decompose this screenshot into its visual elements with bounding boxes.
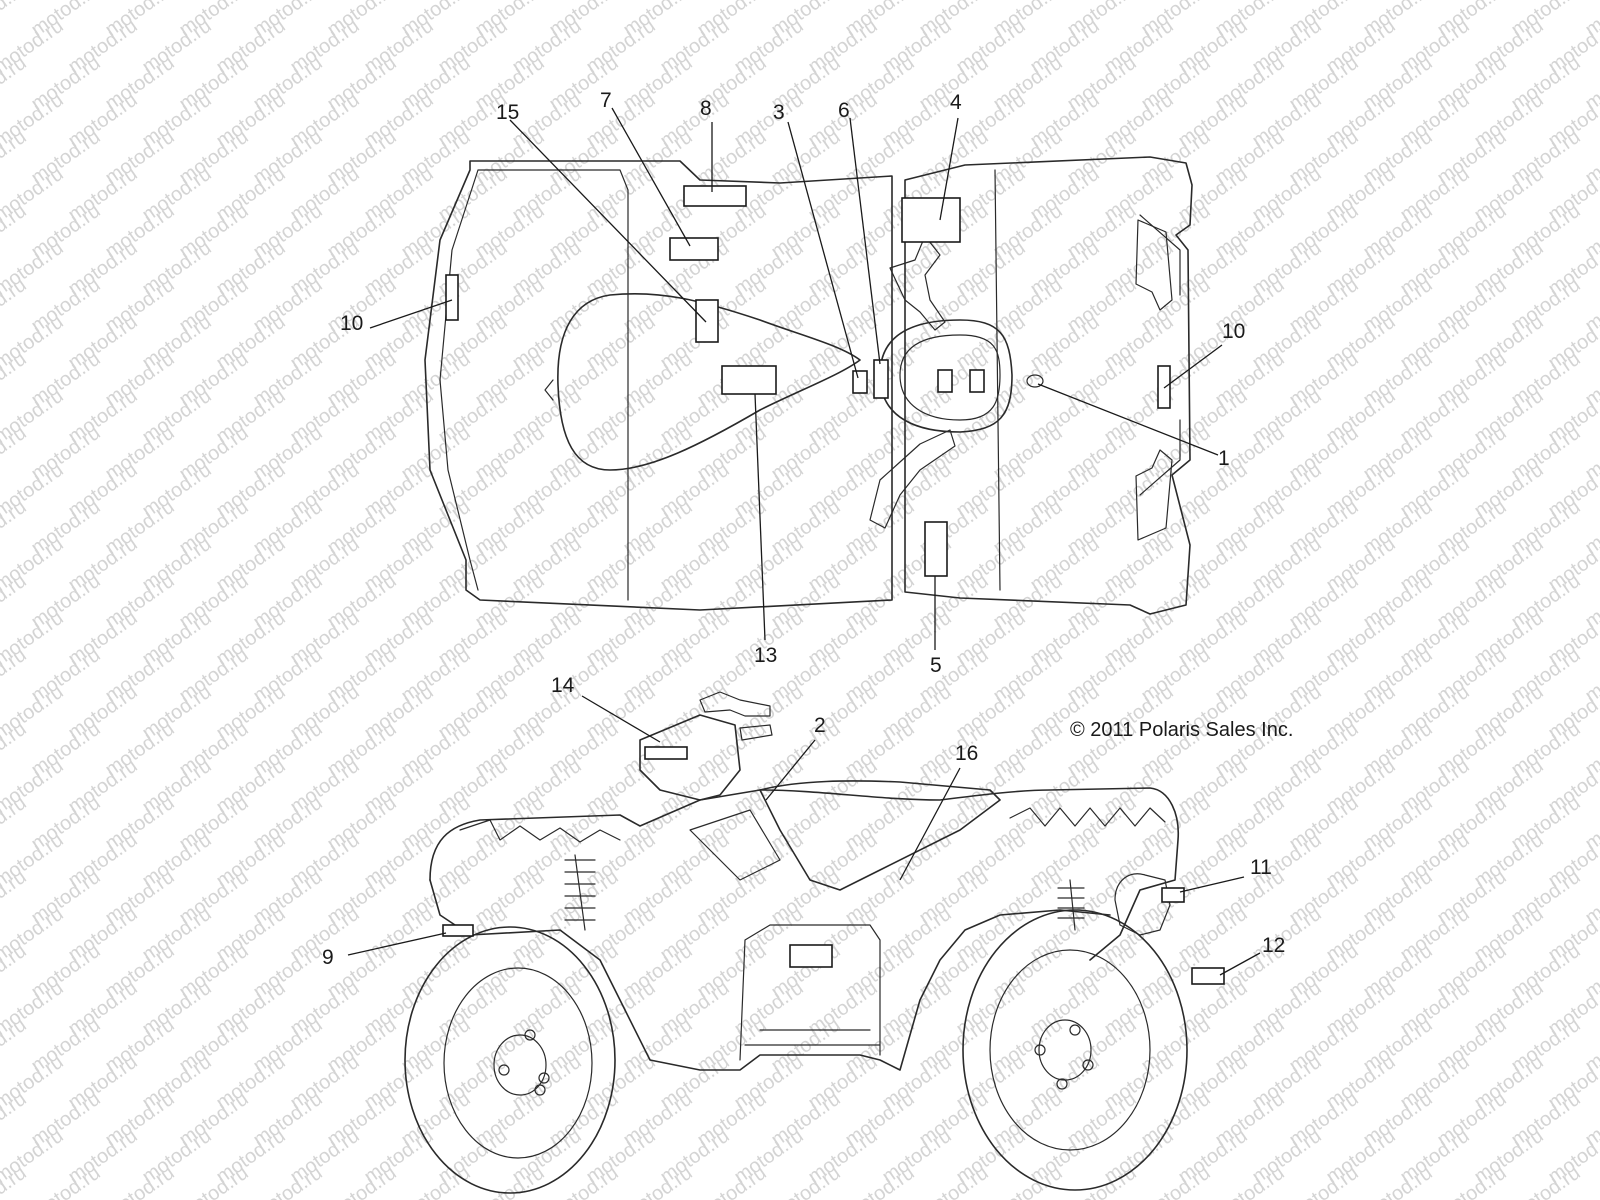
watermark-text: motod.ru [693, 1162, 770, 1200]
callout-3: 3 [773, 101, 785, 124]
watermark-text: motod.ru [989, 1162, 1066, 1200]
watermark-text: motod.ru [1359, 1162, 1436, 1200]
watermark-text: motod.ru [1211, 1162, 1288, 1200]
watermark-text: motod.ru [545, 1162, 622, 1200]
watermark-text: motod.ru [915, 1162, 992, 1200]
watermark-text: motod.ru [1137, 1162, 1214, 1200]
callout-10-right: 10 [1222, 320, 1245, 343]
decal-5 [924, 521, 948, 577]
callout-11: 11 [1250, 856, 1272, 879]
decal-dash-left [937, 369, 953, 393]
decal-10-rear [445, 274, 459, 321]
callout-15: 15 [496, 101, 519, 124]
decal-11 [1161, 887, 1185, 903]
watermark-text: motod.ru [1507, 1162, 1584, 1200]
decal-14 [644, 746, 688, 760]
decal-13 [721, 365, 777, 395]
callout-4: 4 [950, 91, 962, 114]
decal-8 [683, 185, 747, 207]
callout-14: 14 [551, 674, 575, 697]
decal-12 [1191, 967, 1225, 985]
copyright-notice: © 2011 Polaris Sales Inc. [1070, 719, 1293, 741]
watermark-text: motod.ru [1285, 1162, 1362, 1200]
watermark-text: motod.ru [471, 1162, 548, 1200]
callout-7: 7 [600, 89, 612, 112]
decal-side-footwell [789, 944, 833, 968]
watermark-text: motod.ru [249, 1162, 326, 1200]
callout-1: 1 [1218, 447, 1230, 470]
callout-8: 8 [700, 97, 712, 120]
callout-5: 5 [930, 654, 942, 677]
decal-4 [901, 197, 961, 243]
watermark-text: motod.ru [619, 1162, 696, 1200]
watermark-text: motod.ru [101, 1162, 178, 1200]
watermark-text: motod.ru [1063, 1162, 1140, 1200]
callout-10-left: 10 [340, 312, 363, 335]
side-front-lug [1069, 1024, 1081, 1036]
decal-3 [852, 370, 868, 394]
callout-6: 6 [838, 99, 850, 122]
watermark-text: motod.ru [1433, 1162, 1510, 1200]
watermark-text: motod.ru [27, 1162, 104, 1200]
callout-13: 13 [754, 644, 777, 667]
callout-12: 12 [1262, 934, 1285, 957]
decal-dash-right [969, 369, 985, 393]
callout-9: 9 [322, 946, 334, 969]
decal-9 [442, 924, 474, 937]
decal-15 [695, 299, 719, 343]
decal-7 [669, 237, 719, 261]
callout-2: 2 [814, 714, 826, 737]
callout-16: 16 [955, 742, 978, 765]
watermark-text: motod.ru [175, 1162, 252, 1200]
watermark-text: motod.ru [397, 1162, 474, 1200]
decal-6 [873, 359, 889, 399]
top-rear-fender-inner [439, 169, 629, 601]
watermark-text: motod.ru [323, 1162, 400, 1200]
watermark-text: motod.ru [767, 1162, 844, 1200]
watermark-text: motod.ru [841, 1162, 918, 1200]
decal-10-front [1157, 365, 1171, 409]
